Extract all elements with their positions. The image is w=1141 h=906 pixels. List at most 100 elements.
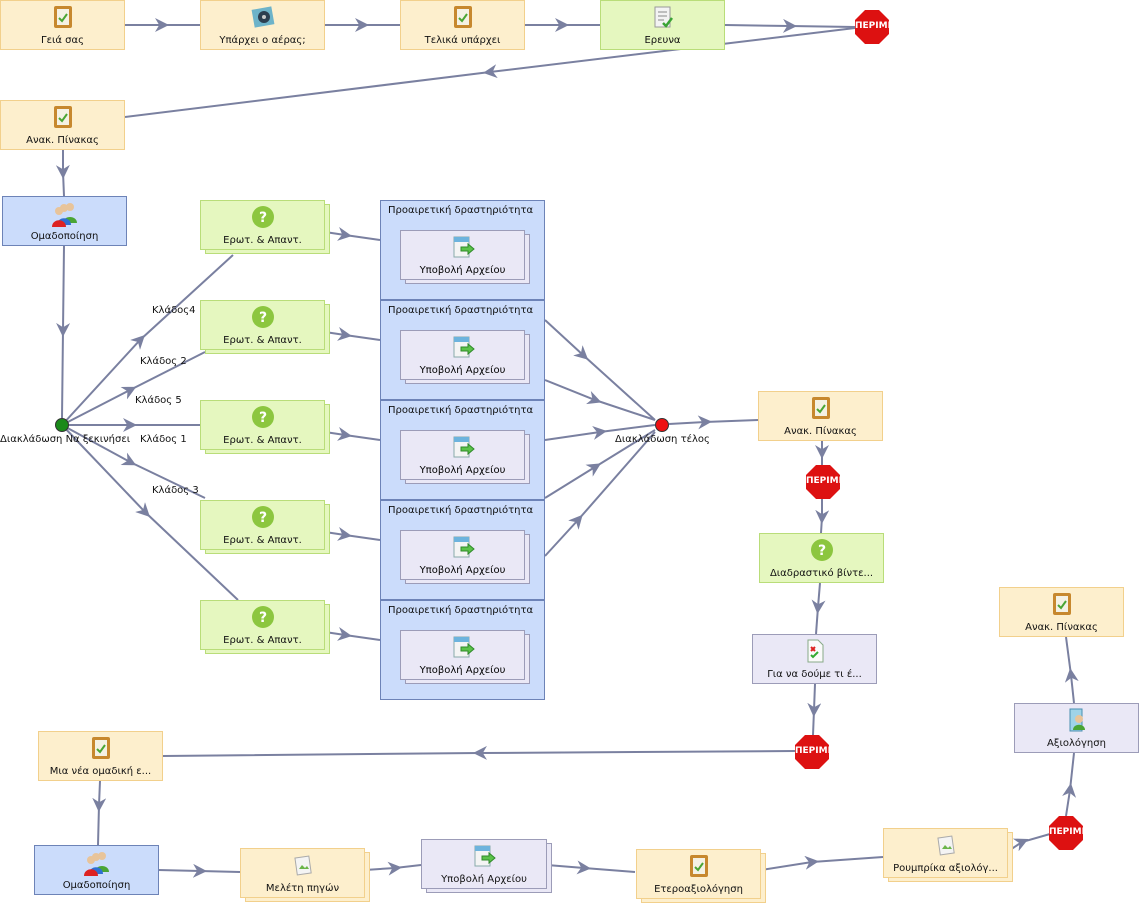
submit-file-label: Υποβολή Αρχείου	[419, 665, 506, 676]
activity-label: Ανακ. Πίνακας	[26, 135, 99, 146]
optional-title: Προαιρετική δραστηριότητα	[388, 305, 534, 316]
activity-new-group[interactable]: Μια νέα ομαδική ε...	[38, 731, 163, 781]
activity-qa-2[interactable]: ? Ερωτ. & Απαντ.	[200, 300, 325, 350]
branch-label-4: Κλάδος4	[152, 305, 196, 316]
stop-gate-right[interactable]: ΠΕΡΙΜΕΝΕ	[1049, 816, 1083, 850]
activity-video[interactable]: ? Διαδραστικό βίντε...	[759, 533, 884, 583]
branch-label-3: Κλάδος 3	[152, 485, 199, 496]
submit-file-icon	[453, 436, 475, 458]
activity-label: Ερωτ. & Απαντ.	[223, 335, 302, 346]
activity-label: Ερευνα	[644, 35, 681, 46]
activity-board-1[interactable]: Ανακ. Πίνακας	[0, 100, 125, 150]
activity-assessment[interactable]: Αξιολόγηση	[1014, 703, 1139, 753]
stop-label: ΠΕΡΙΜΕΝΕ	[806, 476, 840, 486]
activity-hello[interactable]: Γειά σας	[0, 0, 125, 50]
stop-label: ΠΕΡΙΜΕΝΕ	[1049, 827, 1083, 837]
question-icon: ?	[251, 506, 274, 528]
activity-check[interactable]: Για να δούμε τι έ...	[752, 634, 877, 684]
branch-start-label: Διακλάδωση Να ξεκινήσει	[0, 434, 131, 445]
activity-label: Τελικά υπάρχει	[424, 35, 501, 46]
branch-label-2: Κλάδος 2	[140, 356, 187, 367]
stop-label: ΠΕΡΙΜΕΝΕ	[855, 21, 889, 31]
submit-file-icon	[453, 536, 475, 558]
activity-sources[interactable]: Μελέτη πηγών	[240, 848, 365, 898]
notice-board-icon	[1052, 593, 1071, 615]
optional-activity-1[interactable]: Προαιρετική δραστηριότητα Υποβολή Αρχείο…	[380, 200, 545, 300]
activity-peer-review[interactable]: Ετεροαξιολόγηση	[636, 849, 761, 899]
activity-qa-4[interactable]: ? Ερωτ. & Απαντ.	[200, 500, 325, 550]
svg-text:?: ?	[817, 543, 825, 559]
notice-board-icon	[53, 106, 72, 128]
activity-submit-2[interactable]: Υποβολή Αρχείου	[421, 839, 547, 889]
activity-air[interactable]: Υπάρχει ο αέρας;	[200, 0, 325, 50]
submit-file-label: Υποβολή Αρχείου	[419, 565, 506, 576]
activity-research[interactable]: Ερευνα	[600, 0, 725, 50]
submit-file-activity[interactable]: Υποβολή Αρχείου	[400, 230, 525, 280]
activity-label: Ερωτ. & Απαντ.	[223, 535, 302, 546]
activity-label: Ανακ. Πίνακας	[1025, 622, 1098, 633]
grouping-icon	[83, 852, 109, 876]
branch-label-5: Κλάδος 5	[135, 395, 182, 406]
activity-label: Ρουμπρίκα αξιολόγ...	[893, 863, 998, 874]
optional-activity-4[interactable]: Προαιρετική δραστηριότητα Υποβολή Αρχείο…	[380, 500, 545, 600]
activity-grouping-1[interactable]: Ομαδοποίηση	[2, 196, 127, 246]
optional-title: Προαιρετική δραστηριότητα	[388, 205, 534, 216]
optional-title: Προαιρετική δραστηριότητα	[388, 605, 534, 616]
stop-sign-icon	[795, 735, 829, 769]
branch-label-1: Κλάδος 1	[140, 434, 187, 445]
activity-qa-1[interactable]: ? Ερωτ. & Απαντ.	[200, 200, 325, 250]
stop-gate-mid[interactable]: ΠΕΡΙΜΕΝΕ	[806, 465, 840, 499]
notice-board-icon	[53, 6, 72, 28]
svg-text:?: ?	[258, 310, 266, 326]
activity-rubric[interactable]: Ρουμπρίκα αξιολόγ...	[883, 828, 1008, 878]
submit-file-activity[interactable]: Υποβολή Αρχείου	[400, 630, 525, 680]
stop-gate-top[interactable]: ΠΕΡΙΜΕΝΕ	[855, 10, 889, 44]
optional-activity-2[interactable]: Προαιρετική δραστηριότητα Υποβολή Αρχείο…	[380, 300, 545, 400]
activity-label: Υπάρχει ο αέρας;	[219, 35, 306, 46]
activity-qa-5[interactable]: ? Ερωτ. & Απαντ.	[200, 600, 325, 650]
activity-label: Για να δούμε τι έ...	[767, 669, 862, 680]
activity-board-3[interactable]: Ανακ. Πίνακας	[999, 587, 1124, 637]
question-icon: ?	[251, 406, 274, 428]
activity-label: Αξιολόγηση	[1047, 738, 1106, 749]
svg-text:?: ?	[258, 610, 266, 626]
stop-sign-icon	[855, 10, 889, 44]
survey-icon	[654, 6, 673, 28]
activity-qa-3[interactable]: ? Ερωτ. & Απαντ.	[200, 400, 325, 450]
submit-file-label: Υποβολή Αρχείου	[419, 365, 506, 376]
branch-start-gate[interactable]	[55, 418, 69, 432]
submit-file-label: Υποβολή Αρχείου	[419, 465, 506, 476]
activity-finally[interactable]: Τελικά υπάρχει	[400, 0, 525, 50]
svg-text:?: ?	[258, 510, 266, 526]
submit-file-label: Υποβολή Αρχείου	[419, 265, 506, 276]
activity-label: Υποβολή Αρχείου	[441, 874, 527, 885]
transitions	[55, 18, 1079, 878]
activity-label: Ανακ. Πίνακας	[784, 426, 857, 437]
submit-file-activity[interactable]: Υποβολή Αρχείου	[400, 430, 525, 480]
notice-board-icon	[811, 397, 830, 419]
notice-board-icon	[453, 6, 472, 28]
activity-label: Ομαδοποίηση	[30, 231, 99, 242]
activity-label: Ερωτ. & Απαντ.	[223, 235, 302, 246]
submit-file-activity[interactable]: Υποβολή Αρχείου	[400, 530, 525, 580]
submit-file-icon	[453, 636, 475, 658]
branch-end-gate[interactable]	[655, 418, 669, 432]
submit-file-activity[interactable]: Υποβολή Αρχείου	[400, 330, 525, 380]
stop-gate-low[interactable]: ΠΕΡΙΜΕΝΕ	[795, 735, 829, 769]
activity-label: Ερωτ. & Απαντ.	[223, 635, 302, 646]
activity-label: Ετεροαξιολόγηση	[654, 884, 743, 895]
assessment-icon	[807, 639, 823, 663]
question-icon: ?	[251, 606, 274, 628]
activity-board-2[interactable]: Ανακ. Πίνακας	[758, 391, 883, 441]
activity-label: Ομαδοποίηση	[62, 880, 131, 891]
resources-icon	[936, 835, 955, 856]
activity-grouping-2[interactable]: Ομαδοποίηση	[34, 845, 159, 895]
optional-activity-5[interactable]: Προαιρετική δραστηριότητα Υποβολή Αρχείο…	[380, 600, 545, 700]
notice-board-icon	[689, 855, 708, 877]
optional-title: Προαιρετική δραστηριότητα	[388, 405, 534, 416]
optional-activity-3[interactable]: Προαιρετική δραστηριότητα Υποβολή Αρχείο…	[380, 400, 545, 500]
activity-label: Διαδραστικό βίντε...	[769, 568, 874, 579]
question-icon: ?	[810, 539, 833, 561]
activity-label: Μια νέα ομαδική ε...	[49, 766, 152, 777]
notice-board-icon	[91, 737, 110, 759]
